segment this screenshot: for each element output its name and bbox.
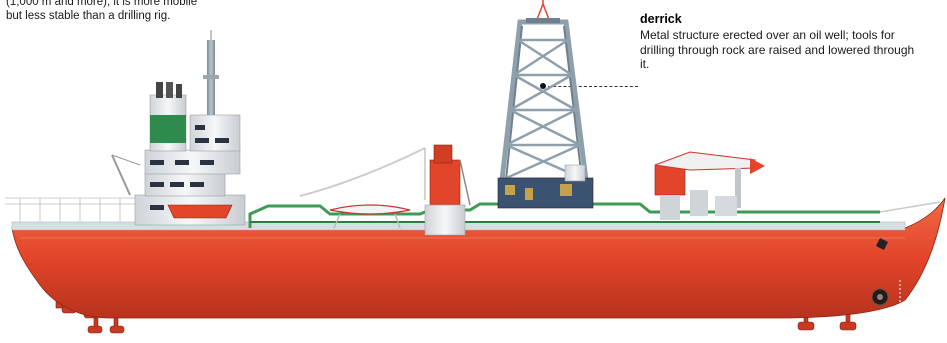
derrick <box>497 0 594 209</box>
derrick-leader-line <box>543 86 638 87</box>
caption-text: (1,000 m and more), it is more mobile bu… <box>6 0 266 23</box>
caption-line-1: (1,000 m and more), it is more mobile <box>6 0 198 8</box>
center-crane <box>424 144 471 236</box>
lifeboat <box>167 204 233 219</box>
pipe-catwalk <box>299 147 426 229</box>
derrick-term: derrick <box>640 12 682 26</box>
caption-line-2: but less stable than a drilling rig. <box>6 9 171 22</box>
funnel-stripe <box>150 115 186 143</box>
derrick-description: Metal structure erected over an oil well… <box>640 28 915 71</box>
derrick-pointer-dot <box>540 83 546 89</box>
aft-crane <box>654 151 765 220</box>
superstructure <box>111 30 246 226</box>
anchor <box>876 238 888 250</box>
